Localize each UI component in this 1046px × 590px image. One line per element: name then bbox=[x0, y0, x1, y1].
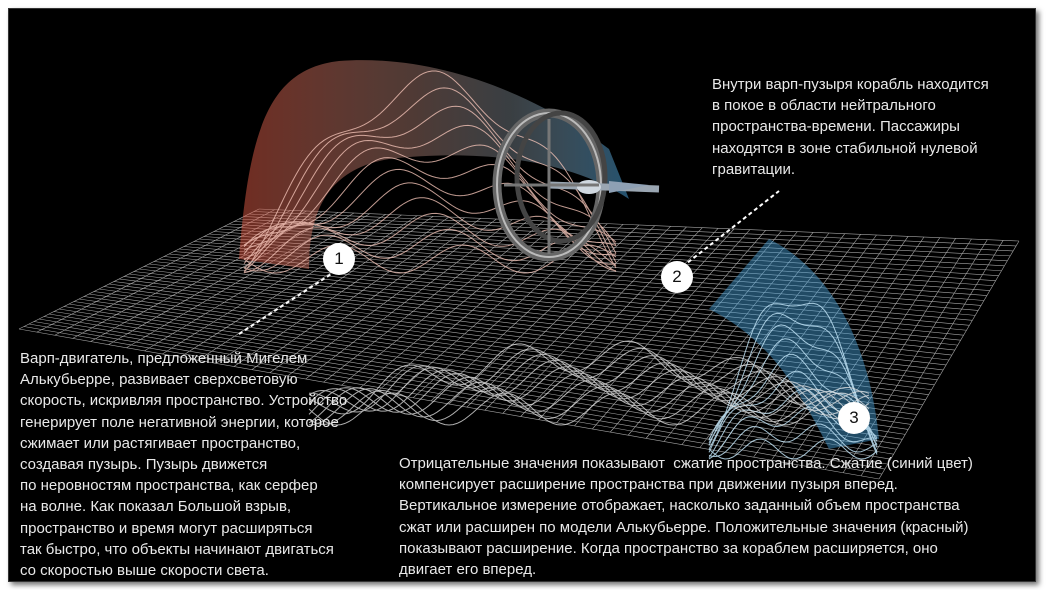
marker-1: 1 bbox=[323, 243, 355, 275]
illustration-frame: 1 2 3 Внутри варп-пузыря корабль находит… bbox=[8, 8, 1036, 582]
leader-lines bbox=[238, 190, 780, 335]
warp-bubble-illustration bbox=[18, 60, 1020, 480]
spacetime-grid bbox=[18, 208, 1020, 480]
annotation-left: Варп-двигатель, предложенный Мигелем Аль… bbox=[20, 350, 348, 580]
compression-wall-blue bbox=[708, 239, 879, 460]
marker-2: 2 bbox=[661, 261, 693, 293]
annotation-bottom: Отрицательные значения показывают сжатие… bbox=[399, 455, 973, 579]
front-wave-band bbox=[308, 340, 870, 426]
annotation-top-right: Внутри варп-пузыря корабль находится в п… bbox=[712, 76, 989, 178]
warp-ship bbox=[492, 108, 660, 262]
marker-3: 3 bbox=[838, 402, 870, 434]
